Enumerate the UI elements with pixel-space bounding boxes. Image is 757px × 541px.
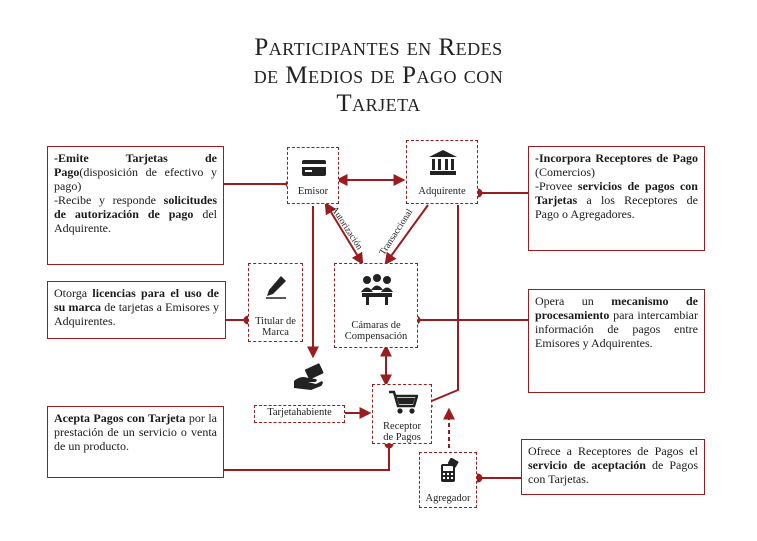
node-emisor-label: Emisor <box>297 186 329 197</box>
desc-segment: servicios de pagos con Tarjetas <box>535 179 698 207</box>
node-adquirente: Adquirente <box>406 140 478 204</box>
node-agregador: Agregador <box>419 452 477 508</box>
desc-segment: solicitudes de autorización de pago <box>54 193 217 221</box>
title-line-1: Participantes en Redes <box>254 34 503 61</box>
node-agregador-label: Agregador <box>425 493 471 504</box>
desc-segment: de Pagos con Tarjetas. <box>528 458 698 486</box>
node-adquirente-label: Adquirente <box>418 186 466 197</box>
node-tarjetahabiente: Tarjetahabiente <box>254 405 345 423</box>
node-receptor: Receptor de Pagos <box>372 384 432 444</box>
title-line-3: Tarjeta <box>336 90 421 117</box>
cart-icon <box>389 390 418 414</box>
desc-segment: Ofrece a Receptores de Pagos el <box>528 444 698 458</box>
node-receptor-label: Receptor de Pagos <box>383 421 421 443</box>
terminal-icon <box>441 458 459 482</box>
desc-segment: (Comercios) <box>535 165 595 179</box>
node-tarjetahabiente-icon <box>290 363 328 393</box>
desc-segment: Otorga <box>54 286 93 300</box>
meeting-icon <box>361 274 393 305</box>
diagram-title: Participantes en Redes de Medios de Pago… <box>0 34 757 118</box>
pen-icon <box>266 276 286 299</box>
desc-segment: por la prestación de un servicio o venta… <box>54 411 217 453</box>
desc-segment: -Recibe y responde <box>54 193 164 207</box>
desc-segment: (disposición de efectivo y pago) <box>54 165 217 193</box>
desc-segment: servicio de aceptación <box>528 458 646 472</box>
desc-titular: Otorga licencias para el uso de su marca… <box>47 281 226 339</box>
node-camaras-label: Cámaras de Compensación <box>344 320 408 342</box>
title-line-2: de Medios de Pago con <box>253 62 504 89</box>
desc-segment: Acepta Pagos con Tarjeta <box>54 411 186 425</box>
arrow-autorizacion <box>324 201 364 266</box>
desc-agregador: Ofrece a Receptores de Pagos el servicio… <box>521 439 705 495</box>
desc-segment: -Emite Tarjetas de Pago <box>54 151 217 179</box>
desc-segment: de tarjetas a Emisores y Adquirentes. <box>54 300 219 328</box>
hand-card-icon <box>294 363 324 390</box>
desc-segment: -Provee <box>535 179 578 193</box>
node-titular-label: Titular de Marca <box>255 316 296 338</box>
node-camaras: Cámaras de Compensación <box>334 263 418 348</box>
desc-segment: a los Receptores de Pago o Agregadores. <box>535 193 698 221</box>
desc-segment: licencias para el uso de su marca <box>54 286 219 314</box>
desc-camaras: Opera un mecanismo de procesamiento para… <box>528 289 705 393</box>
desc-receptor: Acepta Pagos con Tarjeta por la prestaci… <box>47 406 224 478</box>
desc-segment: Opera un <box>535 294 612 308</box>
desc-segment: del Adquirente. <box>54 207 217 235</box>
node-titular: Titular de Marca <box>248 263 303 342</box>
desc-emisor: -Emite Tarjetas de Pago(disposición de e… <box>47 146 224 265</box>
desc-adquirente: -Incorpora Receptores de Pago (Comercios… <box>528 146 705 251</box>
desc-segment: para intercambiar información de pagos e… <box>535 308 698 350</box>
arrow-transaccional <box>384 204 429 265</box>
node-emisor: Emisor <box>287 147 339 204</box>
bank-icon <box>429 150 457 175</box>
arrow-adquirente-receptor <box>419 205 459 407</box>
card-icon <box>302 160 326 176</box>
desc-segment: mecanismo de procesamiento <box>535 294 698 322</box>
desc-segment: -Incorpora Receptores de Pago <box>535 151 698 165</box>
